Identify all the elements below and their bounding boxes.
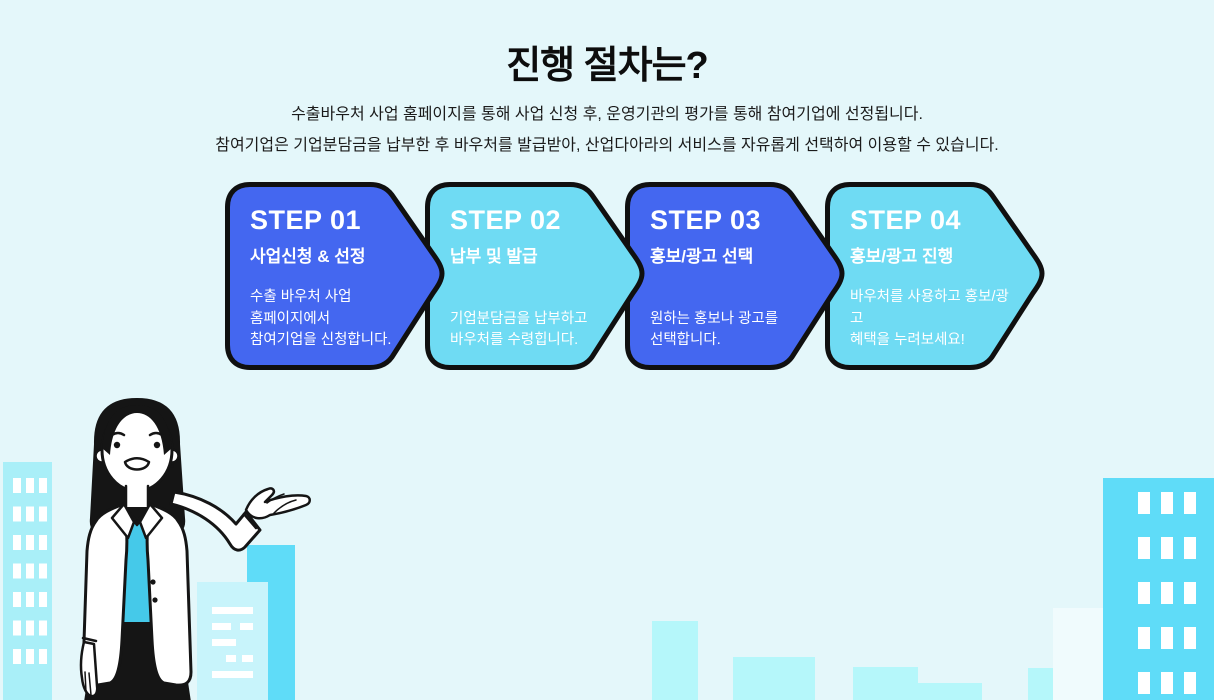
step-1-description: 수출 바우처 사업 홈페이지에서 참여기업을 신청합니다. — [250, 288, 392, 349]
skyline-silhouette — [652, 621, 1053, 700]
jacket-button-1 — [150, 579, 156, 585]
building-mid-light — [197, 582, 268, 700]
fingers-right — [266, 493, 297, 514]
lapel-left — [110, 502, 136, 540]
mouth — [123, 457, 151, 471]
step-4: STEP 04 홍보/광고 진행 바우처를 사용하고 홍보/광고 혜택을 누려보… — [824, 181, 1046, 371]
cuff-left — [81, 636, 98, 643]
jacket-right-panel — [145, 502, 193, 687]
intro-line-2: 참여기업은 기업분담금을 납부한 후 바우처를 발급받아, 산업다아라의 서비스… — [215, 137, 999, 155]
step-1: STEP 01 사업신청 & 선정 수출 바우처 사업 홈페이지에서 참여기업을… — [224, 181, 446, 371]
step-1-label: STEP 01 — [250, 205, 362, 235]
step-2-description: 기업분담금을 납부하고 바우처를 수령힙니다. — [450, 310, 588, 349]
step-1-title: 사업신청 & 선정 — [250, 247, 366, 266]
neck-lines — [124, 484, 150, 509]
building-right-pale — [1053, 608, 1103, 700]
step-4-description: 바우처를 사용하고 홍보/광고 혜택을 누려보세요! — [850, 288, 1009, 349]
step-4-arrow-shape — [825, 182, 1045, 370]
eye-right — [153, 441, 161, 449]
building-left — [3, 462, 52, 700]
eyebrow-right — [148, 431, 164, 437]
step-3-description: 원하는 홍보나 광고를 선택합니다. — [650, 310, 779, 349]
cuff-right — [242, 512, 258, 530]
neck — [126, 484, 148, 507]
step-4-title: 홍보/광고 진행 — [850, 247, 954, 266]
building-right — [1103, 478, 1214, 700]
step-3-arrow-shape — [625, 182, 845, 370]
building-mid-windows — [212, 607, 253, 678]
hair-bangs — [102, 405, 172, 455]
page-title: 진행 절차는? — [506, 45, 709, 87]
eye-left — [113, 441, 121, 449]
step-3-label: STEP 03 — [650, 205, 762, 235]
step-2-arrow-shape — [425, 182, 645, 370]
hand-right — [244, 487, 311, 520]
jacket-button-2 — [152, 597, 158, 603]
step-2: STEP 02 납부 및 발급 기업분담금을 납부하고 바우처를 수령힙니다. — [424, 181, 646, 371]
step-1-arrow-shape — [225, 182, 445, 370]
step-2-label: STEP 02 — [450, 205, 562, 235]
arm-right — [169, 490, 262, 552]
step-3-title: 홍보/광고 선택 — [650, 247, 754, 266]
presenter-illustration — [79, 398, 311, 700]
step-4-label: STEP 04 — [850, 205, 962, 235]
building-left-windows — [13, 478, 47, 665]
step-3: STEP 03 홍보/광고 선택 원하는 홍보나 광고를 선택합니다. — [624, 181, 846, 371]
lapel-right — [138, 502, 164, 540]
intro-text: 수출바우처 사업 홈페이지를 통해 사업 신청 후, 운영기관의 평가를 통해 … — [0, 99, 1214, 161]
eyebrow-left — [110, 431, 126, 437]
intro-line-1: 수출바우처 사업 홈페이지를 통해 사업 신청 후, 운영기관의 평가를 통해 … — [291, 106, 923, 123]
step-2-title: 납부 및 발급 — [450, 247, 538, 266]
fingers-left — [84, 671, 92, 696]
building-right-windows — [1138, 492, 1206, 695]
